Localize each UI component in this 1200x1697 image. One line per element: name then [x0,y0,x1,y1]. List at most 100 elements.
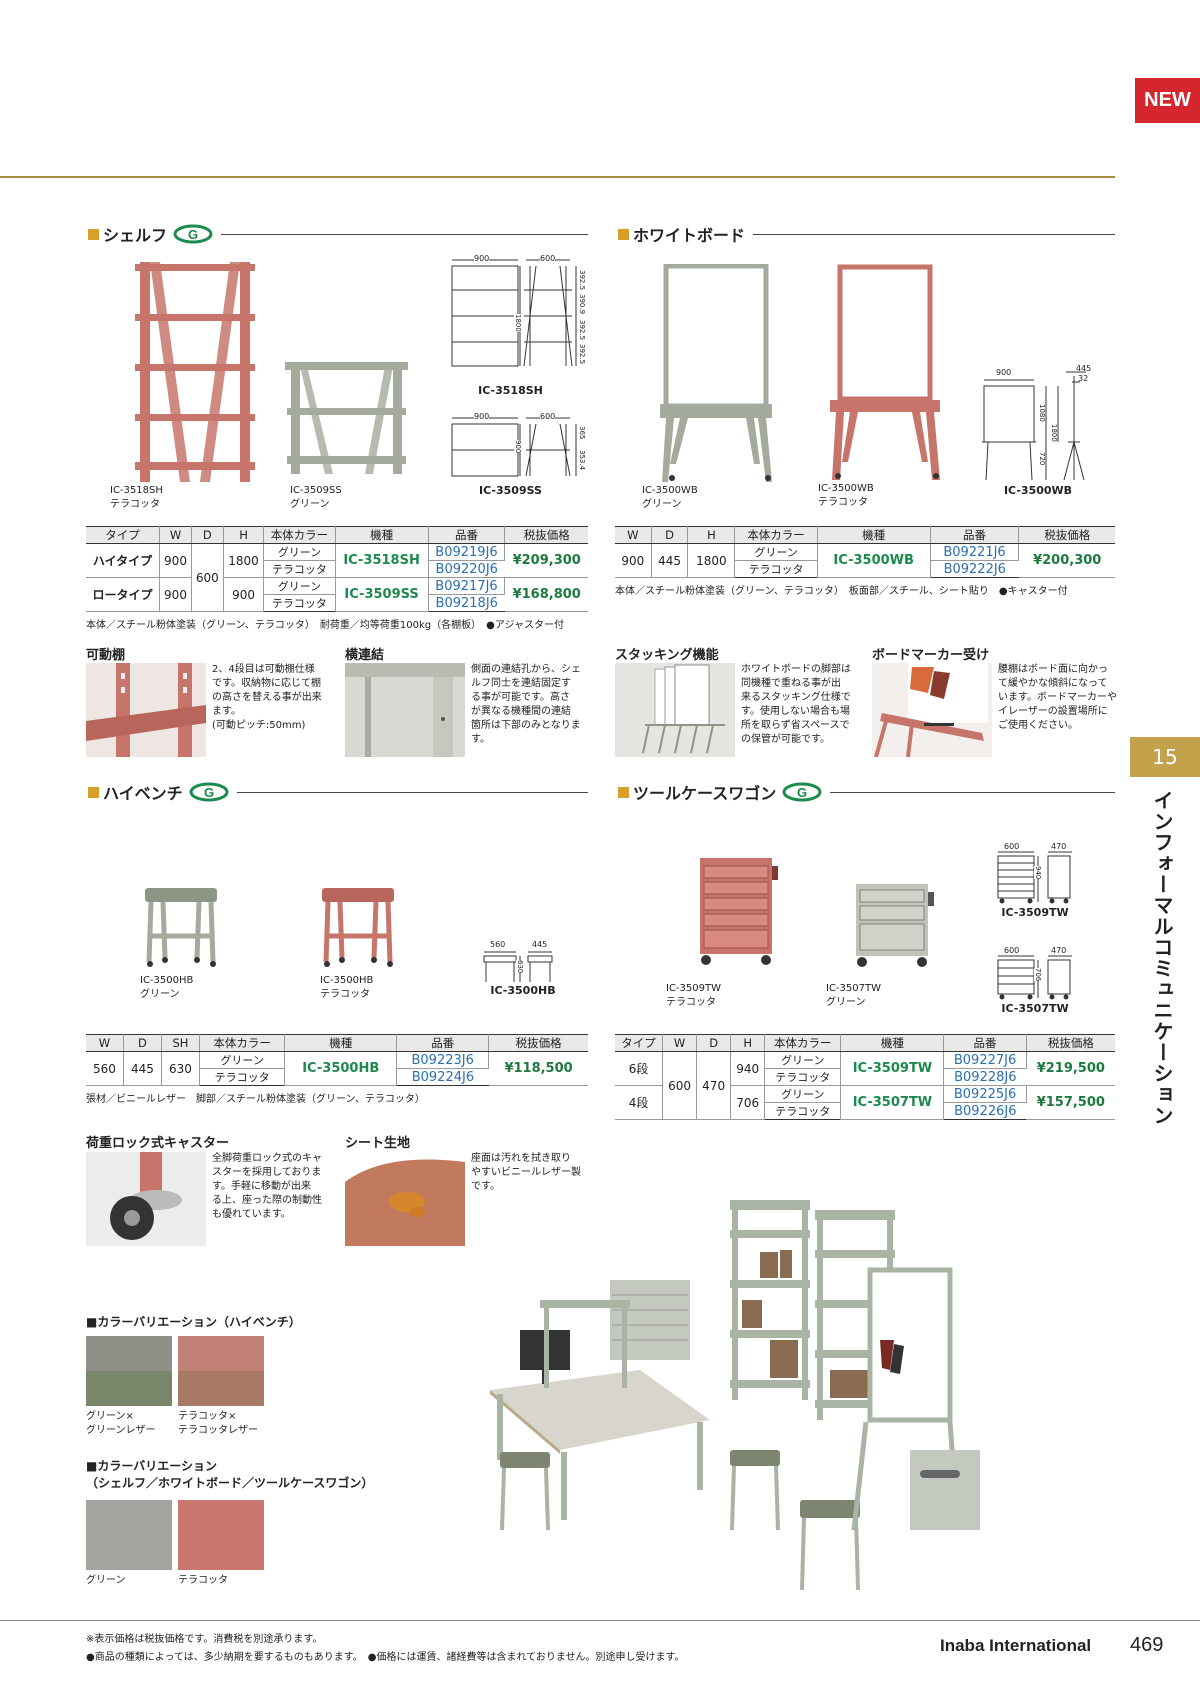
dim-sh-label: IC-3518SH [478,384,543,397]
dim-wb-h1: 1080 [1038,404,1046,422]
whiteboard-feature-1-title: スタッキング機能 [615,648,719,663]
bench-terracotta-image [322,888,394,967]
shelf-ic-3518sh-image [135,262,255,482]
dim-wb-w: 900 [996,368,1012,377]
seat-fabric-photo [345,1152,465,1246]
footer-brand: Inaba International [940,1636,1092,1655]
dim-sh-d: 600 [540,254,556,263]
bench-green-image [145,888,217,967]
stacking-photo [615,663,735,757]
table-row: ハイタイプ 900 600 1800 グリーン IC-3518SH B09219… [86,543,588,612]
swatch-label: テラコッタ [178,1575,228,1586]
dim-hb-w: 560 [490,940,506,949]
shelf-connect-photo [345,663,465,757]
footer-note-delivery: ●商品の種類によっては、多少納期を要するものもあります。 ●価格には運賃、諸経費… [86,1652,685,1663]
shelf-title: シェルフ [103,226,168,245]
dim-tw9-h: 940 [1034,866,1042,880]
bench-feature-2-desc: 座面は汚れを拭き取り やすいビニールレザー製 です。 [471,1153,581,1192]
swatch-terracotta [178,1500,264,1570]
table-row: 6段 600 470 940 グリーン IC-3509TW B09227J6 ¥… [615,1051,1115,1120]
bench-dimension-drawing: 560 445 630 IC-3500HB [480,940,565,1000]
dim-ss-w: 900 [474,412,490,421]
dim-tw7-d: 470 [1051,946,1067,955]
dim-sh-h3: 392.5 [578,320,586,341]
dim-wb-h2: 1800 [1050,424,1058,442]
table-row: 4段 706 グリーン IC-3507TW B09225J6 ¥157,500 [615,1085,1115,1120]
room-scene-photo [490,1200,980,1591]
shelf-feature-2-desc: 側面の連結孔から、シェ ルフ同士を連結固定す る事が可能です。高さ が異なる機種… [471,664,581,745]
swatch-terracotta-terracotta [178,1336,264,1406]
table-row: テラコッタ B09218J6 [86,594,588,612]
dim-sh-h4: 392.5 [578,344,586,365]
whiteboard-terracotta-image [830,264,940,480]
whiteboard-feature-2-title: ボードマーカー受け [872,648,990,663]
whiteboard-note: 本体／スチール粉体塗装（グリーン、テラコッタ） 板面部／スチール、シート貼り ●… [615,586,1068,597]
section-square-icon [618,228,629,240]
shelf-feature-1-desc: 2、4段目は可動棚仕様 です。収納物に応じて棚 の高さを替える事が出来 ます。 … [212,664,322,731]
dim-hb-h: 630 [516,960,524,974]
chapter-title-vertical: インフォーマルコミュニケーション [1150,790,1174,1126]
section-rule [753,233,1115,235]
dim-wb-label: IC-3500WB [1003,484,1073,497]
dim-wb-d: 445 [1076,364,1092,373]
movable-shelf-photo [86,663,206,757]
green-purchasing-mark-icon: G [189,782,229,802]
new-badge: NEW [1135,78,1200,123]
swatch-label: グリーン× グリーンレザー [86,1411,156,1436]
shelf-note: 本体／スチール粉体塗装（グリーン、テラコッタ） 耐荷重／均等荷重100kg（各棚… [86,620,564,631]
whiteboard-feature-1-desc: ホワイトボードの脚部は 同機種で重ねる事が出 来るスタッキング仕様で す。使用し… [741,664,851,745]
dim-tw7-label: IC-3507TW [1001,1002,1069,1015]
page-number: 469 [1130,1634,1164,1656]
wagon-title: ツールケースワゴン [633,784,777,803]
bench-note: 張材／ビニールレザー 脚部／スチール粉体塗装（グリーン、テラコッタ） [86,1094,425,1105]
dim-ss-d: 600 [540,412,556,421]
shelf-dimension-drawings: 900 600 1800 392.5 390.9 392.5 392.5 IC-… [448,254,593,534]
wagon-section-header: ツールケースワゴン G [618,780,1115,804]
table-row: ロータイプ 900 900 グリーン IC-3509SS B09217J6 ¥1… [86,577,588,612]
shelf-ic-3509ss-image [285,362,408,474]
svg-text:G: G [204,785,214,800]
table-row: 900 445 1800 グリーン IC-3500WB B09221J6 ¥20… [615,543,1115,578]
section-rule [221,233,588,235]
dim-tw9-label: IC-3509TW [1001,906,1069,919]
section-square-icon [88,228,99,240]
swatch-label: テラコッタ× テラコッタレザー [178,1411,258,1436]
dim-tw7-h: 706 [1034,968,1042,982]
whiteboard-feature-2-desc: 腰棚はボード面に向かっ て緩やかな傾斜になって います。ボードマーカーや イレー… [998,664,1117,731]
shelf-section-header: シェルフ G [88,222,588,246]
dim-ss-label: IC-3509SS [479,484,542,497]
marker-tray-photo [872,663,992,757]
dim-wb-h3: 720 [1038,452,1046,466]
dim-tw7-w: 600 [1004,946,1020,955]
dim-ss-h2: 353.4 [578,450,586,471]
table-row: テラコッタ B09226J6 [615,1102,1115,1120]
top-rule [0,176,1115,178]
swatch-green [86,1500,172,1570]
other-variation-title: ■カラーバリエーション （シェルフ／ホワイトボード／ツールケースワゴン） [86,1459,374,1490]
wagon-terracotta-image [700,858,778,965]
svg-text:G: G [797,785,807,800]
wagon-ic-3509tw-drawing [997,851,1072,904]
shelf-feature-2-title: 横連結 [345,648,385,663]
dim-wb-d2: 32 [1078,374,1089,383]
swatch-green-green [86,1336,172,1406]
section-square-icon [618,786,629,798]
dim-sh-total: 1800 [514,314,522,332]
table-row: 560 445 630 グリーン IC-3500HB B09223J6 ¥118… [86,1051,588,1086]
footer-rule [0,1620,1200,1621]
chapter-number-tab: 15 [1130,737,1200,777]
svg-text:G: G [188,227,198,242]
whiteboard-dimension-drawing: 900 445 32 1080 1800 720 IC-3500WB [978,364,1098,503]
shelf-ic-3518sh-drawing [451,259,577,367]
caster-photo [86,1152,206,1246]
